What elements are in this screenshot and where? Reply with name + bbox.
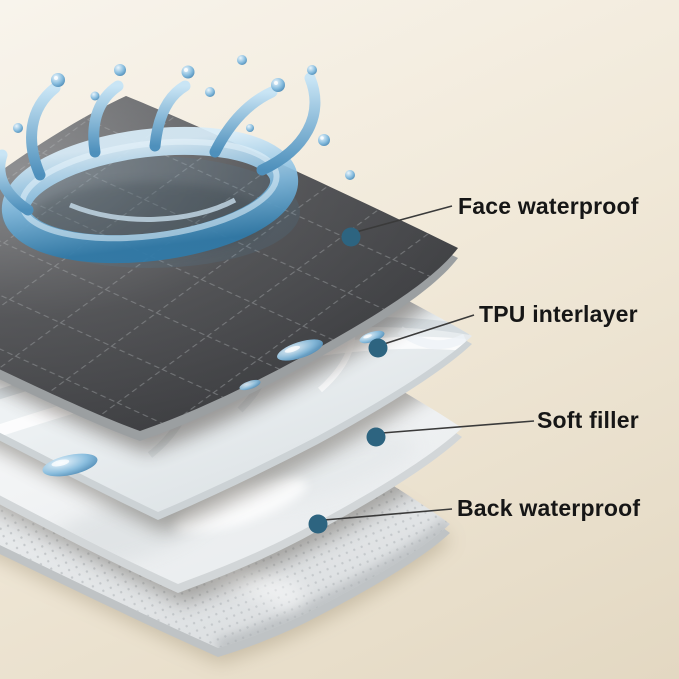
label-face-waterproof: Face waterproof [458, 193, 639, 219]
water-droplets [42, 330, 385, 477]
label-soft-filler: Soft filler [537, 407, 639, 433]
label-back-waterproof: Back waterproof [457, 495, 641, 521]
leader-line-back [323, 508, 453, 521]
label-tpu-interlayer: TPU interlayer [479, 301, 638, 327]
callout-dot-soft [366, 427, 386, 447]
leader-line-soft [381, 420, 535, 434]
leader-line-face [355, 205, 453, 233]
callout-dots [308, 227, 388, 534]
water-splash [0, 55, 355, 268]
callout-dot-tpu [368, 338, 388, 358]
callout-lines [323, 205, 535, 521]
callout-dot-face [341, 227, 361, 247]
callout-dot-back [308, 514, 328, 534]
leader-line-tpu [383, 314, 475, 345]
